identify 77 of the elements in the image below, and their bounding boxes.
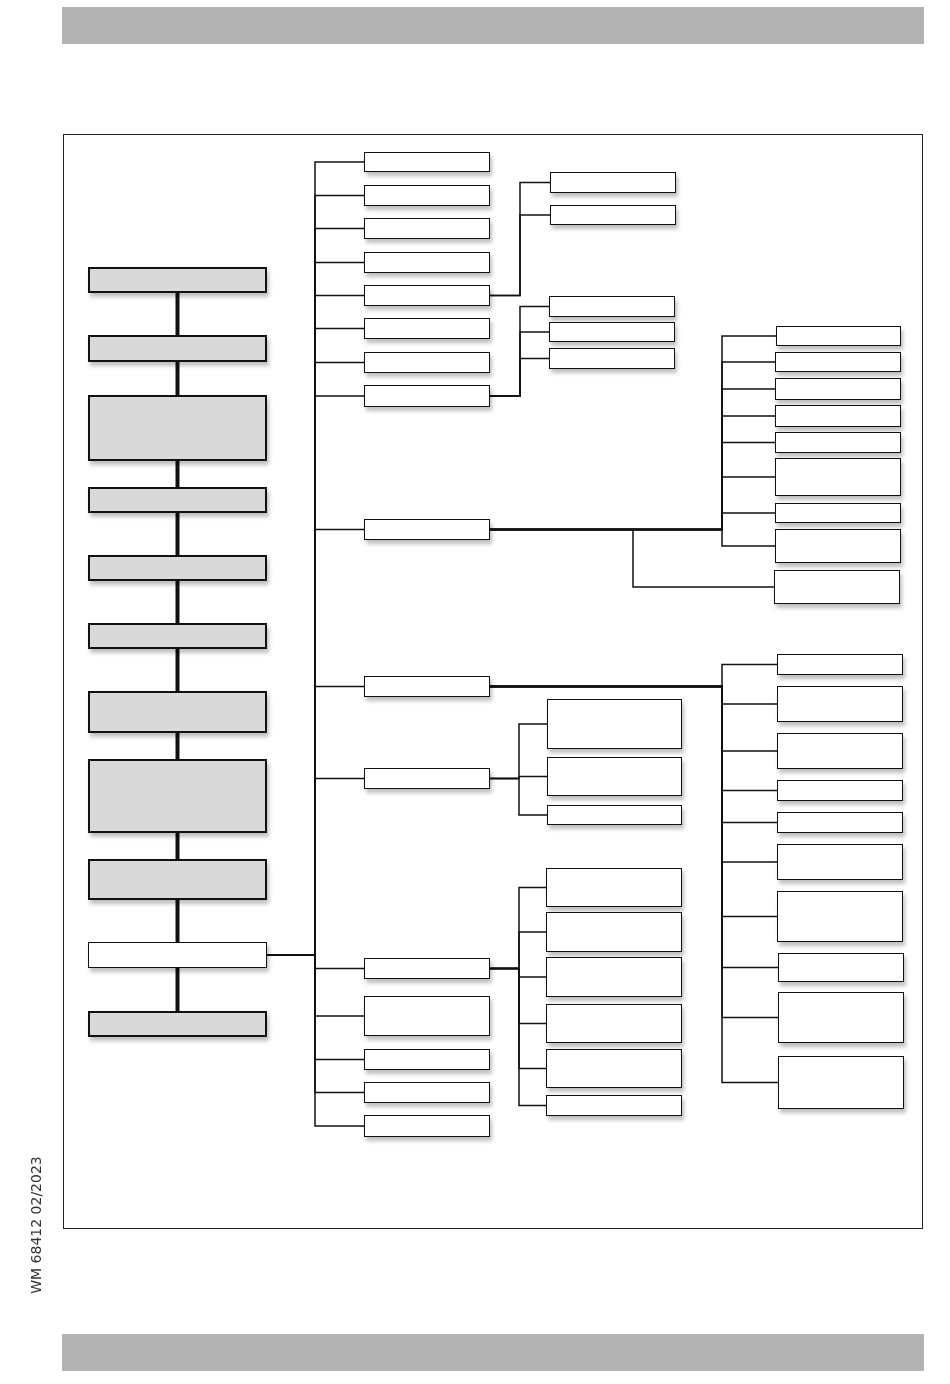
- menu-box: [88, 267, 267, 293]
- menu-box: [777, 733, 903, 769]
- connector-line: [175, 581, 180, 623]
- menu-box: [549, 322, 675, 342]
- menu-box: [777, 654, 903, 675]
- menu-box: [775, 352, 901, 372]
- connector-line: [175, 733, 180, 759]
- menu-box: [775, 458, 901, 496]
- menu-box: [364, 252, 490, 273]
- menu-box: [364, 385, 490, 407]
- menu-box: [778, 953, 904, 982]
- menu-box: [88, 555, 267, 581]
- menu-box: [775, 529, 901, 563]
- document-code: WM 68412 02/2023: [28, 1156, 44, 1294]
- connector-line: [489, 777, 548, 816]
- menu-box: [364, 768, 490, 789]
- connector-line: [489, 967, 547, 1107]
- menu-box: [775, 432, 901, 453]
- connector-line: [175, 461, 180, 487]
- menu-box: [364, 958, 490, 979]
- connector-line: [489, 528, 775, 588]
- menu-box: [88, 487, 267, 513]
- menu-box: [364, 218, 490, 239]
- menu-box: [778, 992, 904, 1043]
- menu-box: [550, 205, 676, 225]
- menu-box: [777, 780, 903, 801]
- menu-box: [88, 335, 267, 362]
- connector-line: [489, 357, 550, 397]
- menu-box: [364, 285, 490, 306]
- menu-box: [550, 172, 676, 193]
- menu-box: [777, 686, 903, 722]
- connector-line: [175, 293, 180, 335]
- menu-box: [778, 1056, 904, 1109]
- menu-box: [549, 348, 675, 369]
- menu-box: [775, 503, 901, 523]
- menu-box: [88, 759, 267, 833]
- menu-box: [775, 405, 901, 427]
- menu-box: [364, 676, 490, 697]
- menu-box: [364, 1115, 490, 1137]
- menu-box: [88, 1011, 267, 1037]
- menu-box: [364, 185, 490, 206]
- menu-box: [774, 570, 900, 604]
- menu-box: [88, 859, 267, 900]
- menu-box: [775, 378, 901, 400]
- menu-box: [364, 1049, 490, 1070]
- connector-line: [175, 513, 180, 555]
- menu-box: [546, 1049, 682, 1088]
- menu-box: [364, 152, 490, 172]
- connector-line: [266, 954, 365, 1127]
- connector-line: [175, 968, 180, 1011]
- menu-box: [364, 318, 490, 339]
- menu-box: [777, 891, 903, 942]
- menu-box: [549, 296, 675, 317]
- menu-box: [547, 805, 682, 825]
- connector-line: [175, 362, 180, 395]
- menu-box: [88, 691, 267, 733]
- menu-box: [546, 957, 682, 997]
- connector-line: [175, 833, 180, 859]
- menu-box: [546, 1095, 682, 1116]
- connector-line: [489, 214, 551, 297]
- menu-box: [88, 395, 267, 461]
- connector-line: [175, 900, 180, 942]
- menu-box: [364, 519, 490, 540]
- menu-box: [547, 757, 682, 796]
- menu-box: [777, 844, 903, 880]
- menu-box: [776, 326, 901, 346]
- menu-box: [546, 912, 682, 952]
- menu-box: [364, 1082, 490, 1103]
- menu-box: [546, 1004, 682, 1043]
- menu-box: [547, 699, 682, 749]
- menu-box: [546, 868, 682, 907]
- menu-box: [88, 942, 267, 968]
- menu-box: [364, 996, 490, 1036]
- menu-box: [364, 352, 490, 373]
- menu-box: [777, 812, 903, 833]
- menu-box: [88, 623, 267, 649]
- connector-line: [175, 649, 180, 691]
